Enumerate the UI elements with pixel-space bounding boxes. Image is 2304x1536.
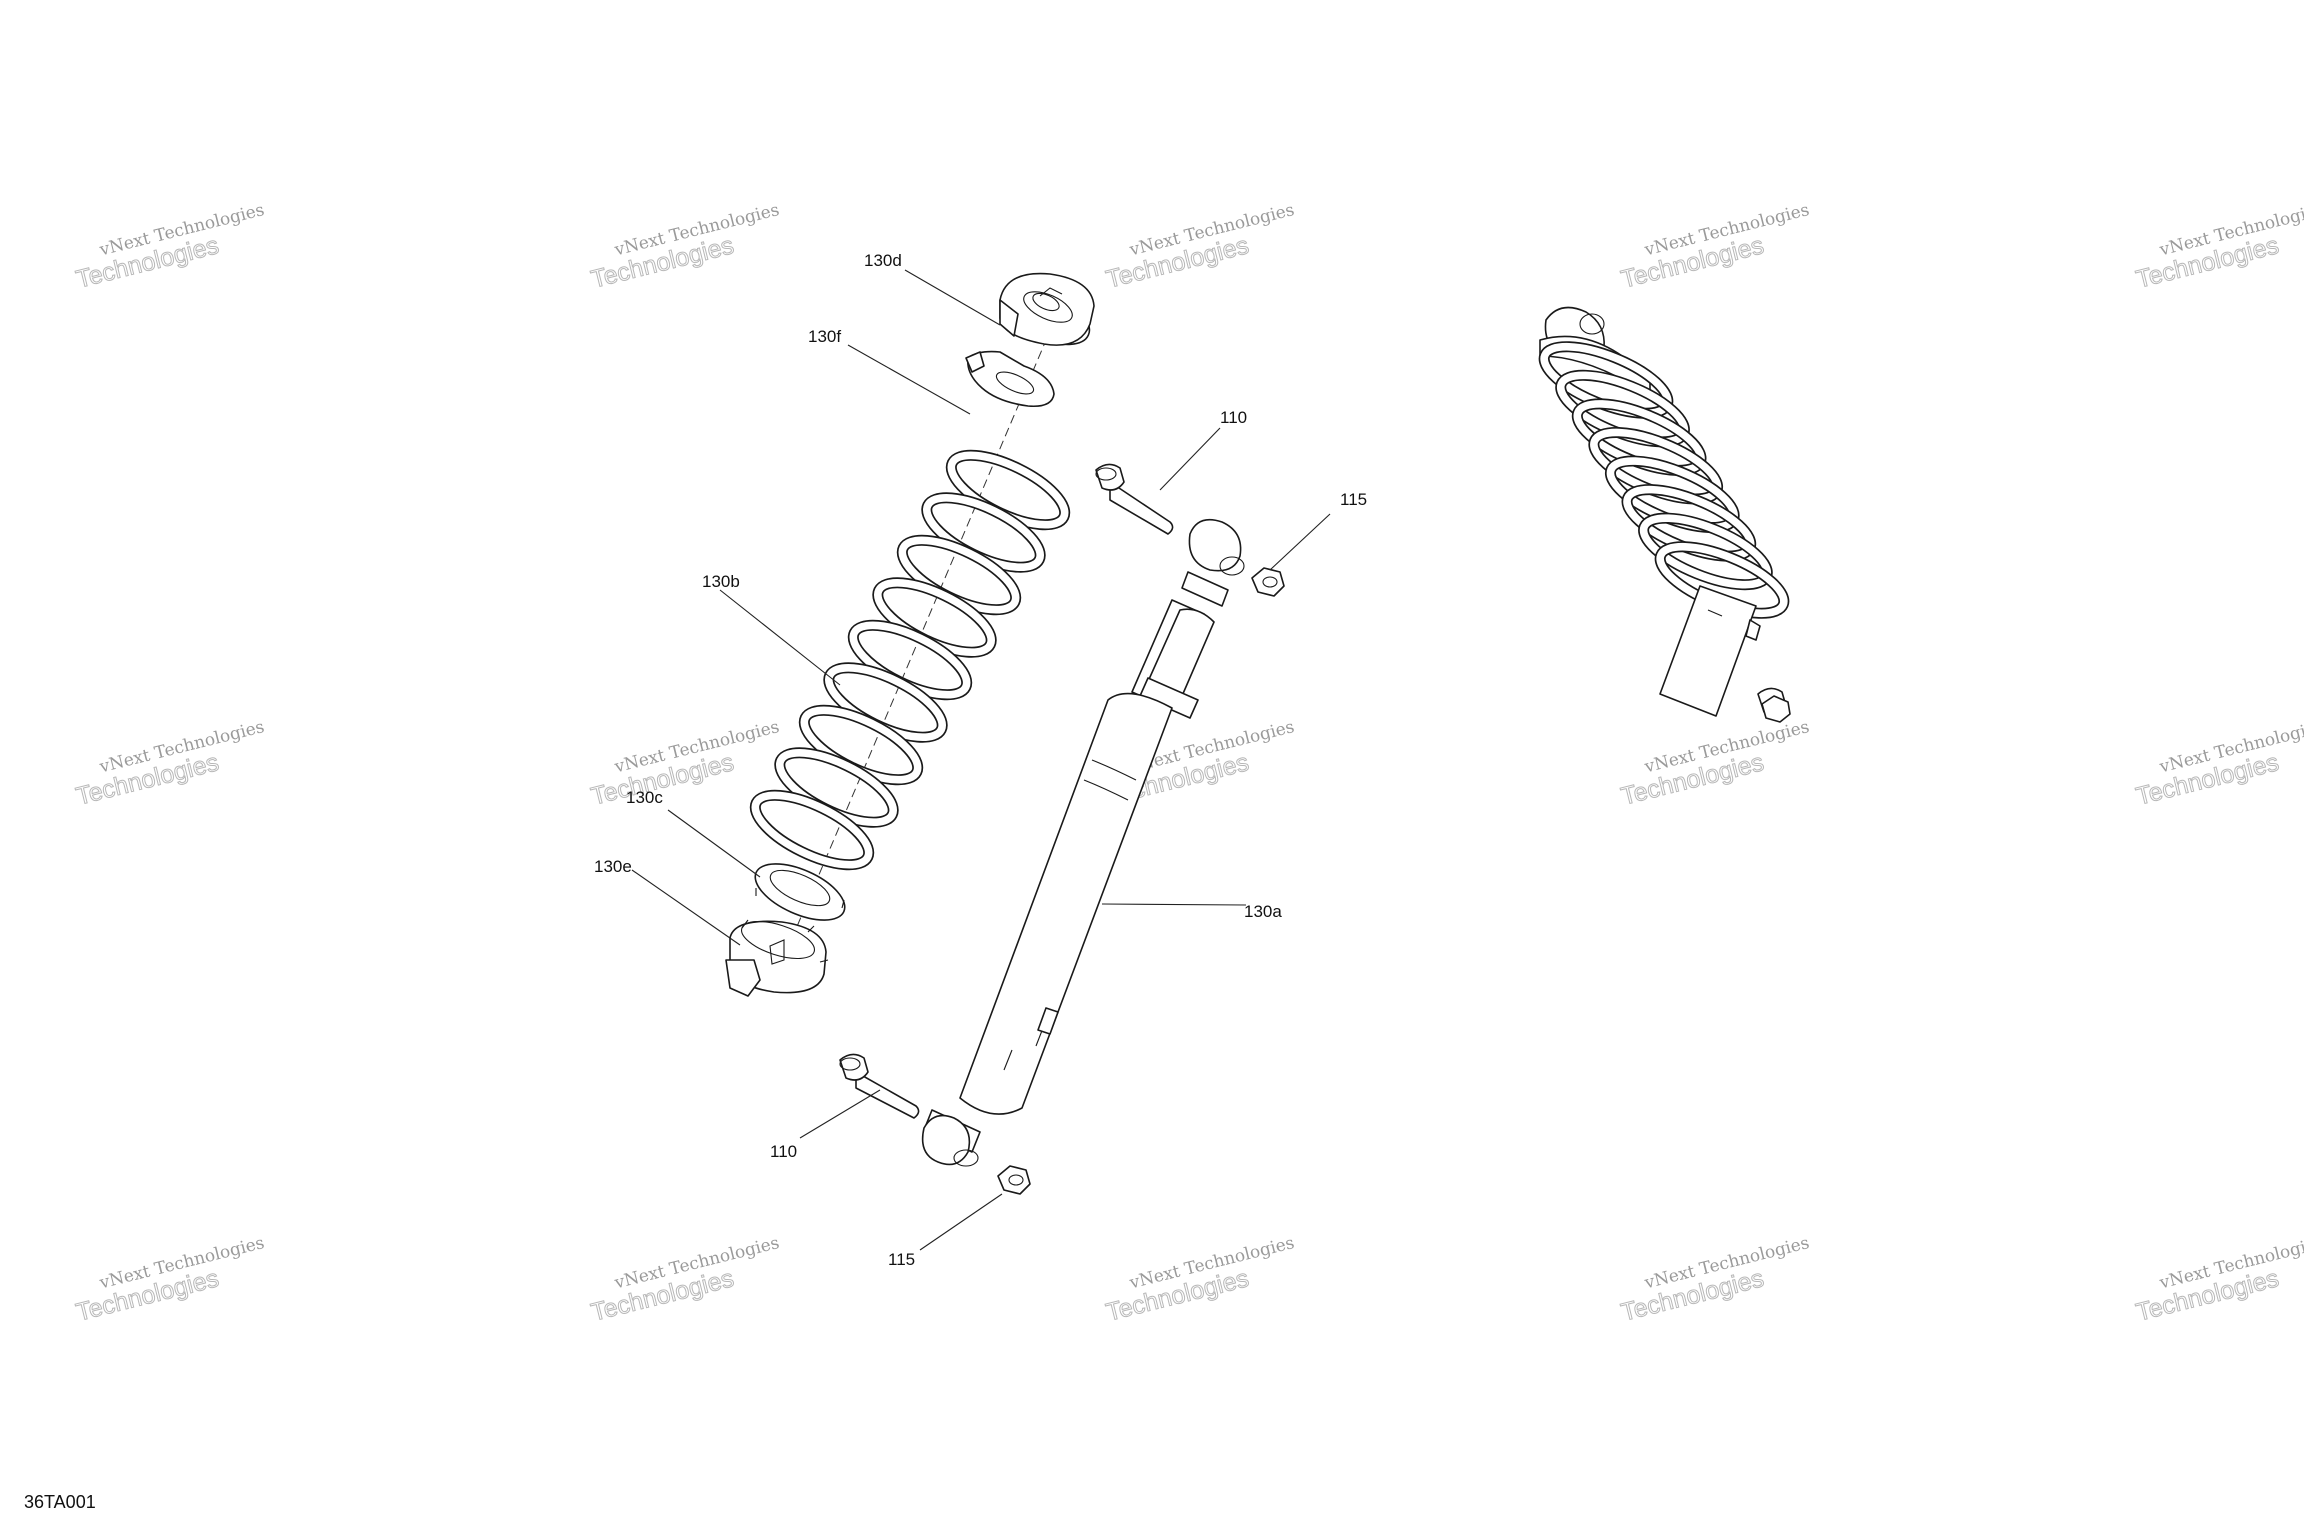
callout-130e: 130e <box>594 857 632 876</box>
upper-nut-part <box>1251 567 1285 597</box>
callout-130c: 130c <box>626 788 663 807</box>
leader-110-lower <box>799 1089 881 1139</box>
callout-130a: 130a <box>1244 902 1282 921</box>
leader-lines <box>631 269 1331 1251</box>
leader-130d <box>904 269 1001 326</box>
leader-130b <box>719 589 841 686</box>
leader-115-upper <box>1269 513 1331 571</box>
spring-upper-cup-part <box>999 272 1095 346</box>
coil-spring-part <box>749 449 1071 871</box>
leader-130e <box>631 869 741 946</box>
assembled-shock-illustration <box>1538 306 1791 723</box>
leader-130f <box>847 344 971 415</box>
leader-115-lower <box>919 1193 1003 1251</box>
adjuster-collar-part <box>725 919 829 997</box>
figure-id-label: 36TA001 <box>24 1492 96 1512</box>
callout-130d: 130d <box>864 251 902 270</box>
coil-turn-fill <box>751 791 873 869</box>
callout-115-upper: 115 <box>1340 490 1367 509</box>
callout-110-upper: 110 <box>1220 408 1247 427</box>
upper-mounting-bolt-part <box>1095 463 1174 535</box>
spring-retainer-clip-part <box>965 350 1055 408</box>
spring-assembly-axis <box>769 311 1059 991</box>
spring-seat-ring-part <box>754 863 846 921</box>
leader-130a <box>1101 903 1247 906</box>
callout-130f: 130f <box>808 327 841 346</box>
lower-mounting-bolt-part <box>839 1053 920 1119</box>
leader-110-upper <box>1159 427 1221 491</box>
callout-115-lower: 115 <box>888 1250 915 1269</box>
lower-nut-part <box>997 1165 1031 1195</box>
callout-130b: 130b <box>702 572 740 591</box>
leader-130c <box>667 809 761 878</box>
callout-110-lower: 110 <box>770 1142 797 1161</box>
shock-absorber-part <box>921 518 1245 1167</box>
